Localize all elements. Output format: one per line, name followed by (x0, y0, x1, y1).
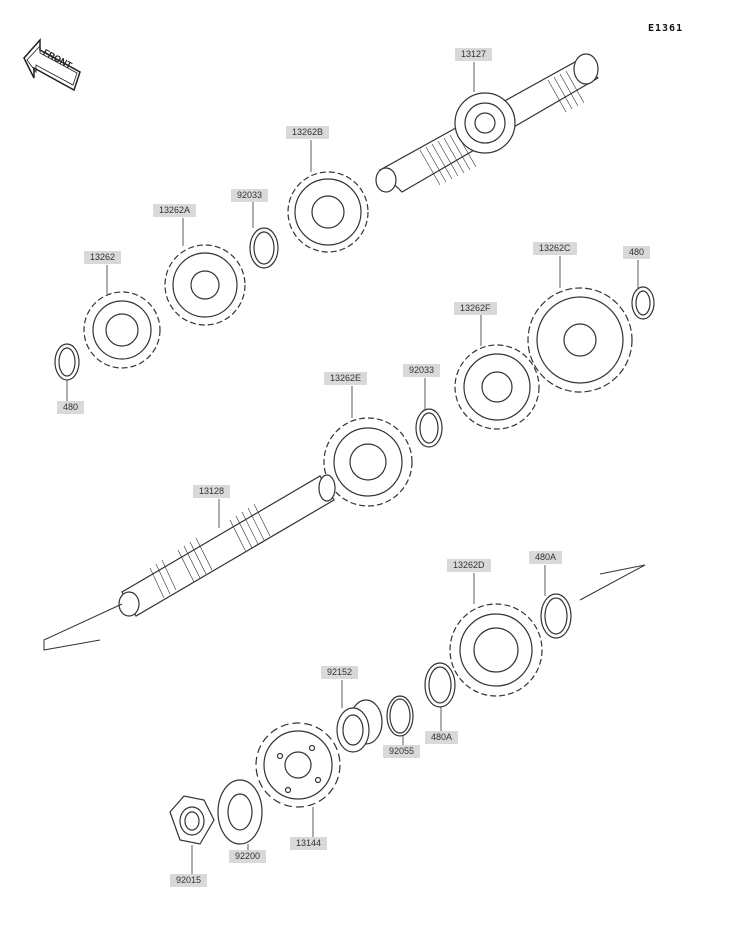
part-label-92033[interactable]: 92033 (231, 189, 269, 202)
o-ring-92055 (386, 695, 414, 737)
washer-92200 (217, 779, 263, 845)
part-label-480[interactable]: 480 (623, 246, 651, 259)
gear-13262F (454, 344, 540, 430)
part-label-13127[interactable]: 13127 (455, 48, 493, 61)
circlip-480-left (54, 343, 80, 381)
gear-13262 (83, 291, 161, 369)
part-label-13262E[interactable]: 13262E (324, 372, 368, 385)
part-label-92152[interactable]: 92152 (321, 666, 359, 679)
circlip-480-right (631, 286, 655, 320)
circlip-92033-lower (415, 408, 443, 448)
leader-lines (66, 62, 639, 874)
circlip-92033-upper (249, 227, 279, 269)
part-label-13262[interactable]: 13262 (84, 251, 122, 264)
part-label-480A[interactable]: 480A (529, 551, 563, 564)
part-label-92055[interactable]: 92055 (383, 745, 421, 758)
gear-13262E (323, 417, 413, 507)
part-label-480A[interactable]: 480A (425, 731, 459, 744)
nut-92015 (169, 795, 215, 845)
drive-shaft-13128 (118, 474, 336, 617)
collar-92152 (336, 699, 383, 753)
circlip-480A-left (424, 662, 456, 708)
part-label-13262B[interactable]: 13262B (286, 126, 330, 139)
gear-13262A (164, 244, 246, 326)
gear-13262C (527, 287, 633, 393)
part-label-13262A[interactable]: 13262A (153, 204, 197, 217)
part-label-480[interactable]: 480 (57, 401, 85, 414)
part-label-13262F[interactable]: 13262F (454, 302, 497, 315)
perspective-guide (43, 564, 646, 651)
circlip-480A-right (540, 593, 572, 639)
part-label-92015[interactable]: 92015 (170, 874, 208, 887)
output-shaft-13127 (375, 53, 600, 193)
gear-13262D (449, 603, 543, 697)
part-label-13262D[interactable]: 13262D (447, 559, 491, 572)
sprocket-13144 (255, 722, 341, 808)
part-label-13262C[interactable]: 13262C (533, 242, 577, 255)
front-arrow-icon: FRONT (23, 38, 81, 92)
diagram-code: E1361 (648, 23, 684, 34)
part-label-13144[interactable]: 13144 (290, 837, 328, 850)
part-label-92033[interactable]: 92033 (403, 364, 441, 377)
part-label-92200[interactable]: 92200 (229, 850, 267, 863)
gear-13262B (287, 171, 369, 253)
part-label-13128[interactable]: 13128 (193, 485, 231, 498)
